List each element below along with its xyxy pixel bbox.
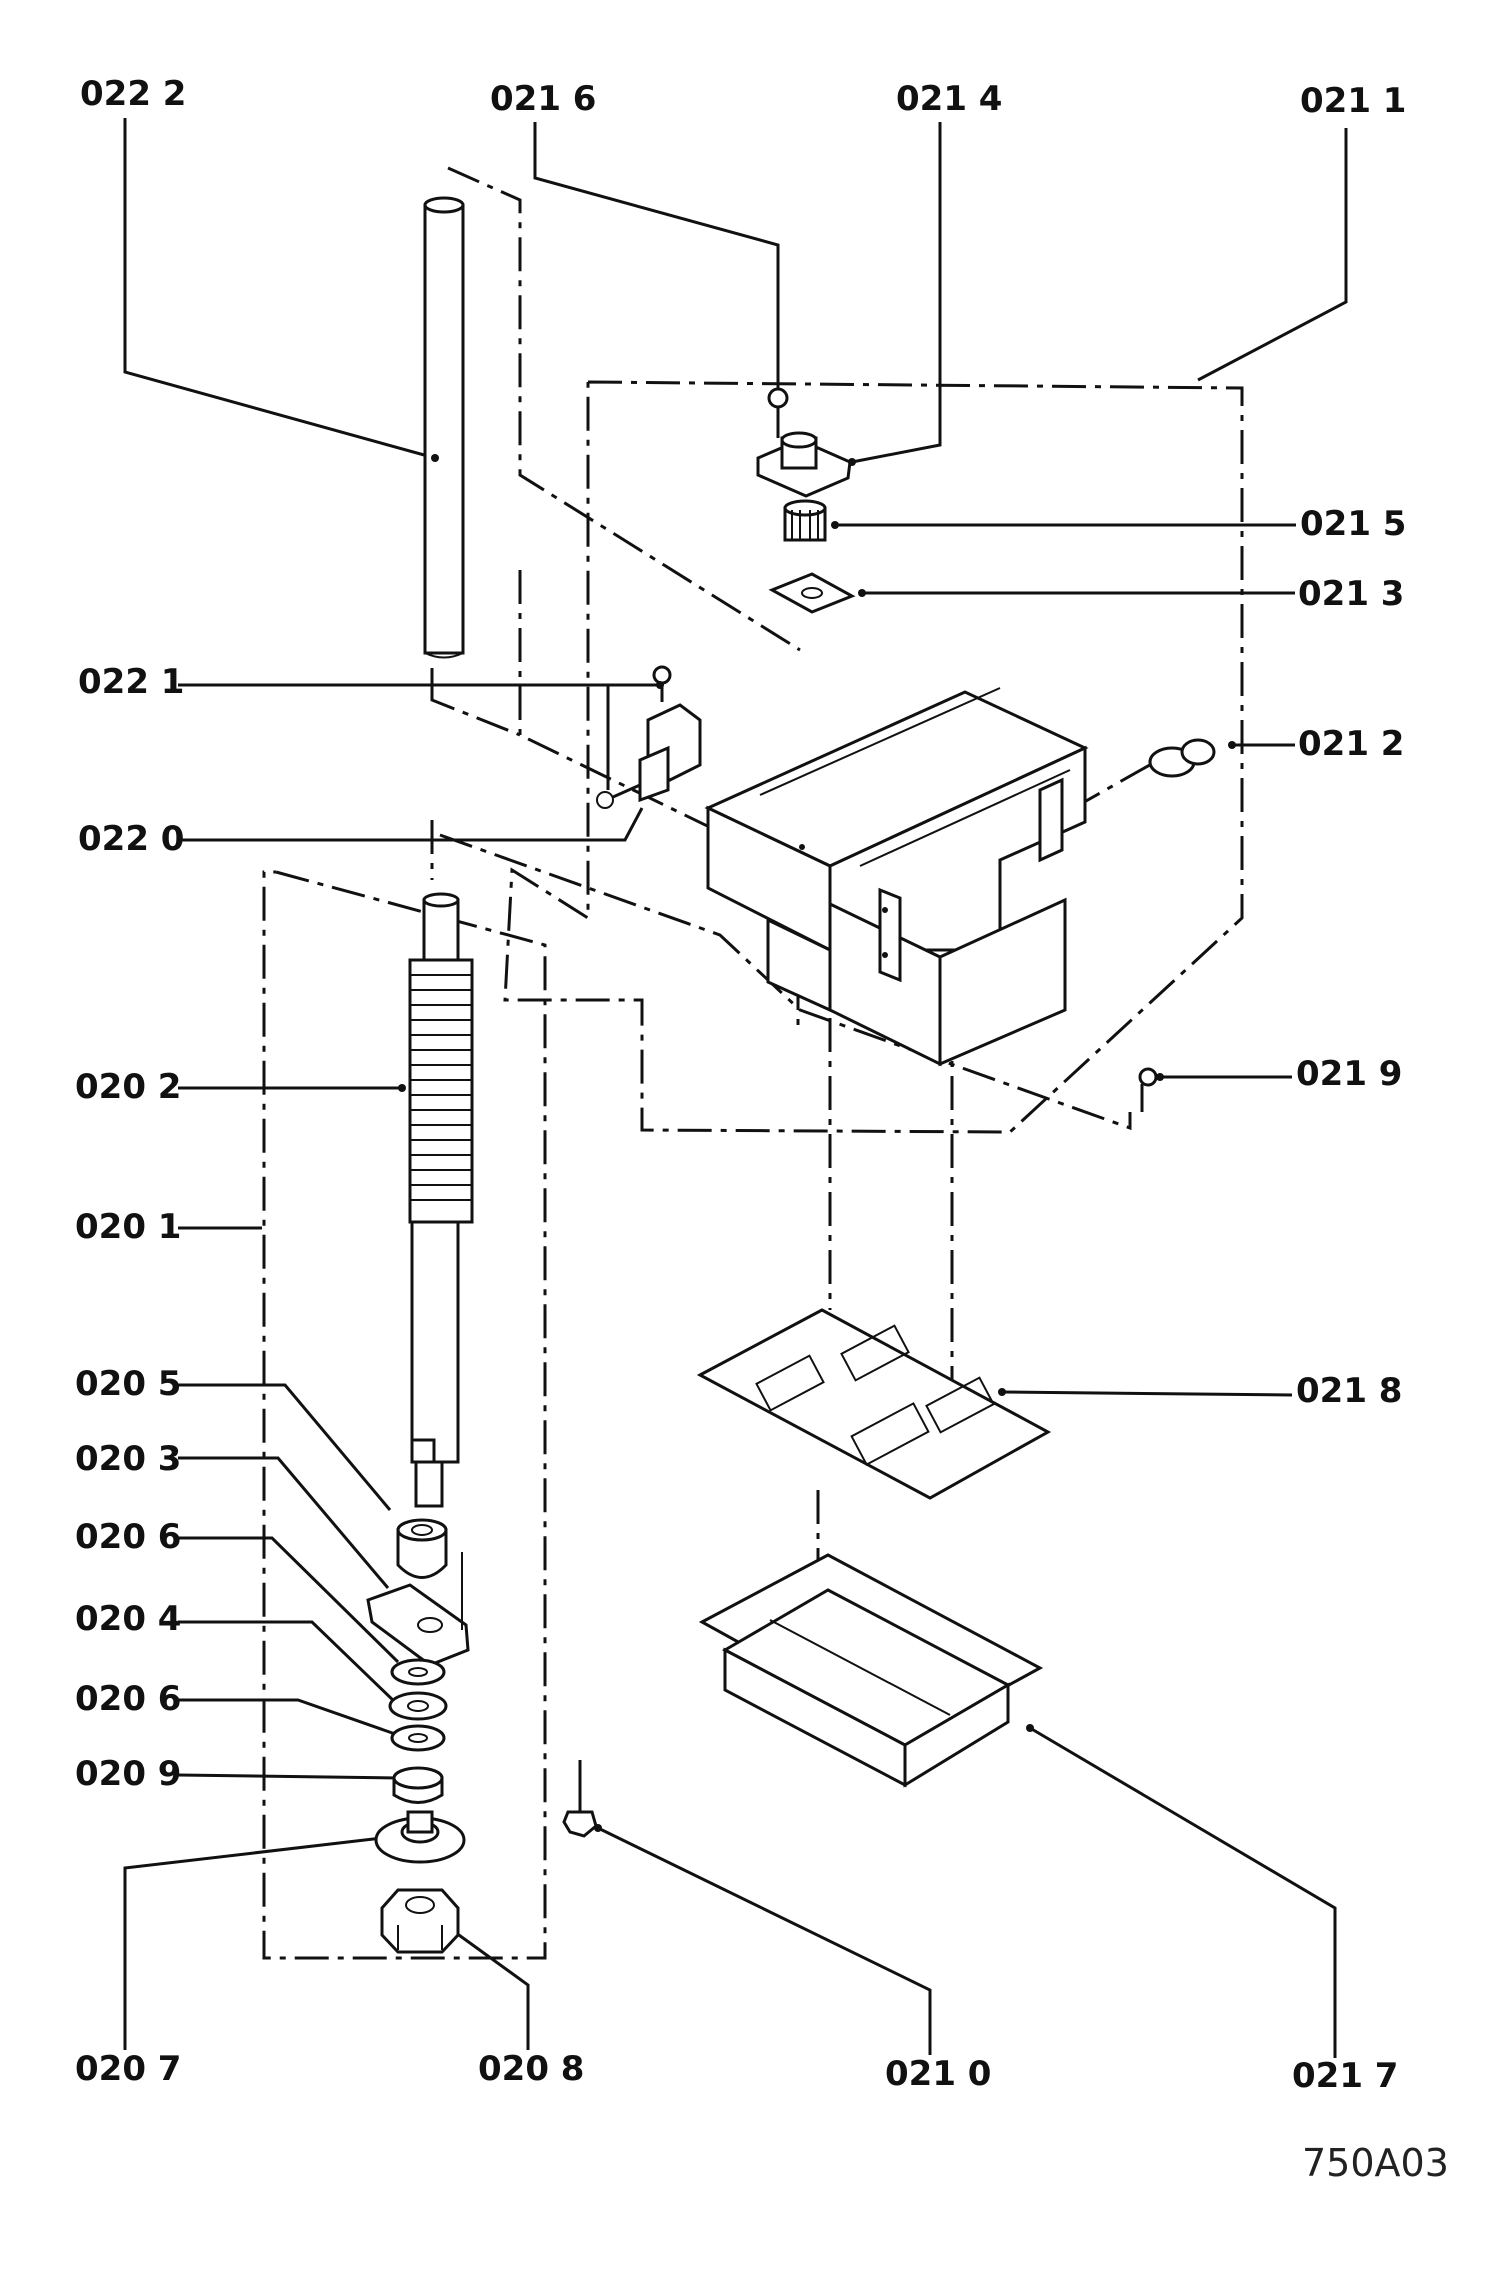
cam-0212 bbox=[1148, 738, 1236, 778]
screw-0216 bbox=[767, 387, 789, 438]
label-020-6b: 020 6 bbox=[75, 1679, 181, 1719]
label-021-3: 021 3 bbox=[1298, 574, 1404, 614]
frame-chassis bbox=[704, 687, 1089, 1067]
figure-id: 750A03 bbox=[1302, 2141, 1449, 2185]
leadscrew-0202 bbox=[398, 892, 474, 1508]
flange-plate-0203 bbox=[366, 1552, 470, 1667]
label-020-2: 020 2 bbox=[75, 1067, 181, 1107]
label-021-5: 021 5 bbox=[1300, 504, 1406, 544]
gasket-0218 bbox=[696, 1308, 1052, 1500]
nut-0208 bbox=[380, 1888, 460, 1954]
label-022-0: 022 0 bbox=[78, 819, 184, 859]
screw-0210 bbox=[562, 1760, 602, 1838]
bearing-housing-0214 bbox=[756, 431, 856, 498]
bushing-0205 bbox=[396, 1518, 448, 1579]
collar-0209 bbox=[392, 1766, 444, 1804]
label-021-2: 021 2 bbox=[1298, 724, 1404, 764]
label-021-4: 021 4 bbox=[896, 79, 1002, 119]
label-021-1: 021 1 bbox=[1300, 81, 1406, 121]
label-021-8: 021 8 bbox=[1296, 1371, 1402, 1411]
screw-0219 bbox=[1138, 1067, 1164, 1112]
plate-0213 bbox=[768, 572, 866, 614]
label-020-5: 020 5 bbox=[75, 1364, 181, 1404]
label-021-0: 021 0 bbox=[885, 2054, 991, 2094]
column-tube-0222 bbox=[423, 196, 465, 659]
label-020-9: 020 9 bbox=[75, 1754, 181, 1794]
sprocket-0207 bbox=[374, 1810, 466, 1864]
label-020-6a: 020 6 bbox=[75, 1517, 181, 1557]
oil-pan-0217 bbox=[698, 1553, 1044, 1788]
washers-0204-0206 bbox=[388, 1658, 448, 1752]
label-022-2: 022 2 bbox=[80, 74, 186, 114]
label-020-1: 020 1 bbox=[75, 1207, 181, 1247]
label-020-3: 020 3 bbox=[75, 1439, 181, 1479]
bracket-0220 bbox=[596, 665, 702, 809]
leader-lines bbox=[123, 118, 1348, 2058]
label-020-4: 020 4 bbox=[75, 1599, 181, 1639]
label-022-1: 022 1 bbox=[78, 662, 184, 702]
gear-0215 bbox=[783, 499, 839, 542]
label-020-7: 020 7 bbox=[75, 2049, 181, 2089]
label-021-7: 021 7 bbox=[1292, 2056, 1398, 2096]
label-020-8: 020 8 bbox=[478, 2049, 584, 2089]
label-021-9: 021 9 bbox=[1296, 1054, 1402, 1094]
label-021-6: 021 6 bbox=[490, 79, 596, 119]
